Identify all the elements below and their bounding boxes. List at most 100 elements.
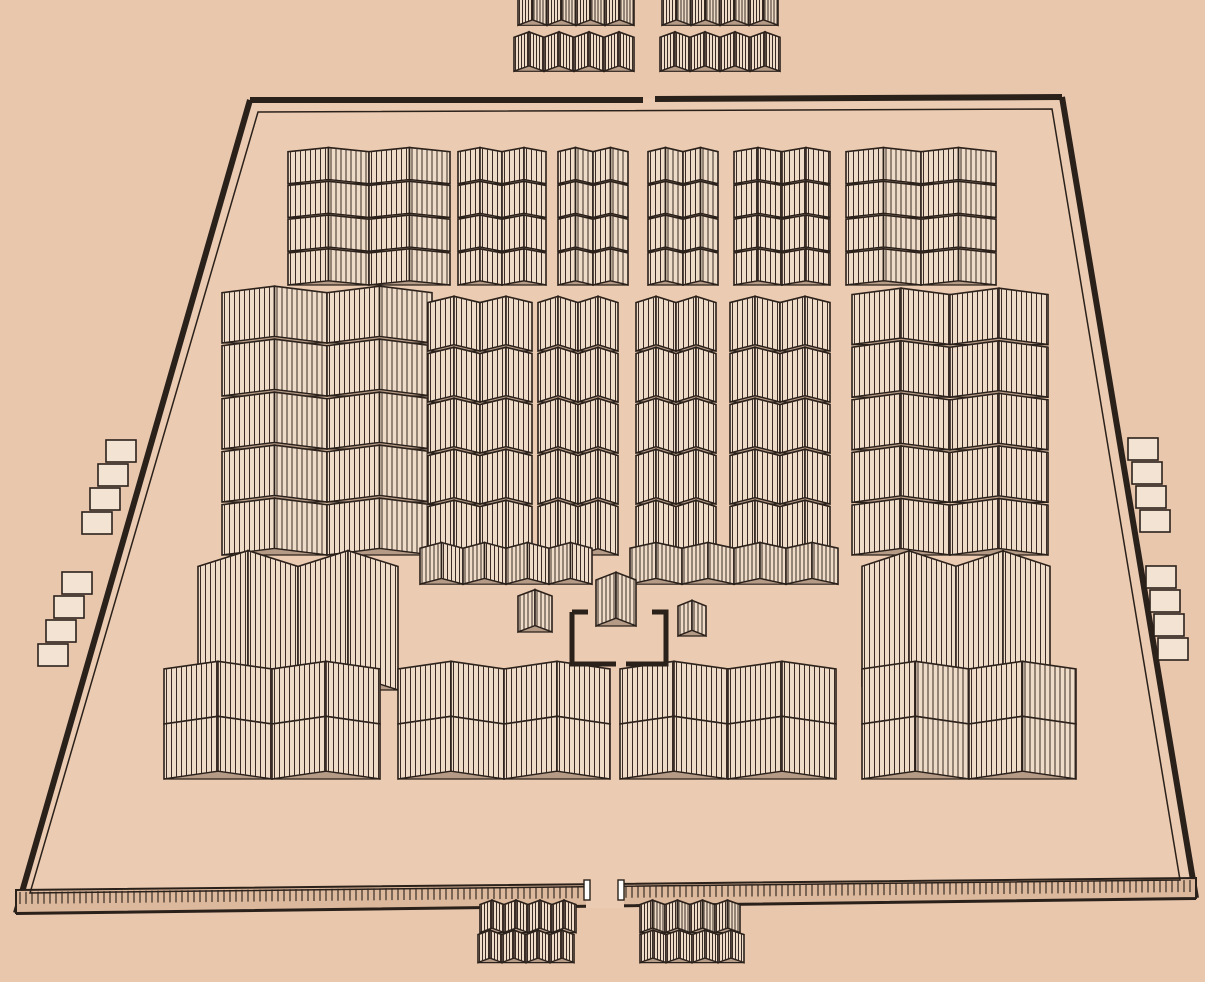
bottom-block-2 xyxy=(398,661,610,779)
tent xyxy=(550,930,574,962)
tent xyxy=(750,32,780,71)
tent xyxy=(648,215,683,251)
tent xyxy=(578,398,618,453)
tent xyxy=(504,661,610,724)
middle-block-2 xyxy=(428,296,532,555)
tent xyxy=(950,341,1048,397)
tent xyxy=(222,445,327,502)
middle-block-3 xyxy=(538,296,618,555)
tent xyxy=(558,148,593,184)
tent xyxy=(734,181,782,217)
roof-right xyxy=(329,148,370,184)
tent xyxy=(458,249,502,285)
tent xyxy=(222,286,327,343)
gate-box xyxy=(98,464,128,486)
roof-right xyxy=(480,249,502,285)
tent xyxy=(662,0,691,25)
tent xyxy=(921,148,996,184)
tent xyxy=(558,249,593,285)
tent xyxy=(369,249,450,285)
tent xyxy=(288,181,369,217)
tent xyxy=(327,339,432,396)
top-outer-row-2b xyxy=(660,32,780,71)
side-tent-right xyxy=(678,600,706,636)
gate-box xyxy=(1140,510,1170,532)
gate-box xyxy=(62,572,92,594)
middle-block-1 xyxy=(222,286,432,555)
hatching xyxy=(849,181,879,217)
hatching xyxy=(924,181,954,217)
roof-right xyxy=(524,181,546,217)
tent xyxy=(640,930,666,962)
tent xyxy=(593,181,628,217)
roof-right xyxy=(959,181,997,217)
tent xyxy=(604,32,634,71)
tent xyxy=(852,446,950,502)
tent xyxy=(734,543,786,585)
roof-right xyxy=(410,215,451,251)
gate-box xyxy=(106,440,136,462)
tent xyxy=(428,398,480,453)
tent xyxy=(734,215,782,251)
roof-left xyxy=(288,215,329,251)
roof-left xyxy=(502,215,524,251)
roof-left xyxy=(846,148,884,184)
bottom-outer-row-1a xyxy=(480,900,576,932)
roof-left xyxy=(369,148,410,184)
hatching xyxy=(961,181,991,217)
tent xyxy=(538,296,578,351)
tent xyxy=(780,296,830,351)
hatching xyxy=(886,181,916,217)
tent xyxy=(630,543,682,585)
roof-right xyxy=(1023,661,1077,724)
tent xyxy=(730,449,780,504)
tent xyxy=(691,0,720,25)
tent xyxy=(676,449,716,504)
tent xyxy=(782,148,830,184)
roof-left xyxy=(369,249,410,285)
roof-right xyxy=(524,148,546,184)
top-outer-row-2a xyxy=(514,32,634,71)
hatching xyxy=(886,148,916,184)
roof-left xyxy=(369,181,410,217)
tent xyxy=(636,398,676,453)
center-row-right xyxy=(630,543,838,585)
tent xyxy=(480,900,504,932)
top-outer-row-1b xyxy=(662,0,778,25)
roof-right xyxy=(524,215,546,251)
tent xyxy=(950,499,1048,555)
roof-left xyxy=(288,249,329,285)
hatching xyxy=(961,148,991,184)
tent xyxy=(780,449,830,504)
tent xyxy=(552,900,576,932)
tent xyxy=(478,930,502,962)
tent xyxy=(222,392,327,449)
tent xyxy=(549,543,592,585)
tent xyxy=(558,181,593,217)
tent xyxy=(648,249,683,285)
roof-right xyxy=(959,215,997,251)
roof-left xyxy=(458,215,480,251)
tent xyxy=(369,215,450,251)
upper-block-4 xyxy=(648,148,718,285)
tent xyxy=(578,296,618,351)
roof-left xyxy=(921,148,959,184)
tent xyxy=(502,215,546,251)
tent xyxy=(969,661,1076,724)
tent xyxy=(538,347,578,402)
tent xyxy=(730,296,780,351)
roof-left xyxy=(288,181,329,217)
tent xyxy=(718,930,744,962)
tent xyxy=(593,249,628,285)
roof-right xyxy=(916,661,970,724)
tent xyxy=(369,181,450,217)
tent xyxy=(636,296,676,351)
tent xyxy=(690,32,720,71)
hatching xyxy=(961,215,991,251)
hatching xyxy=(961,249,991,285)
hatching xyxy=(886,249,916,285)
tent xyxy=(327,286,432,343)
tent xyxy=(921,181,996,217)
gate-box xyxy=(1136,486,1166,508)
tent xyxy=(782,249,830,285)
